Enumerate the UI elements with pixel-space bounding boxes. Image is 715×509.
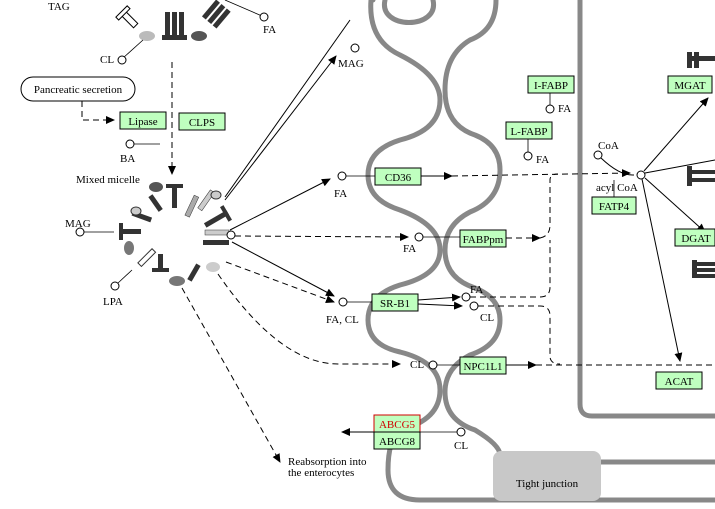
fa-lfabp-node[interactable] [523, 151, 533, 161]
mag-top-node[interactable] [350, 43, 360, 53]
lipid-icon-right [687, 52, 715, 278]
abcg5-label: ABCG5 [379, 419, 416, 431]
ba-label: BA [120, 153, 135, 165]
mixed-micelle-icon [119, 182, 232, 286]
lfabp-label: L-FABP [510, 126, 547, 138]
fa-srb1-right-node[interactable] [461, 292, 471, 302]
mag-top-label: MAG [338, 58, 364, 70]
lipase-label: Lipase [128, 116, 157, 128]
fa-ifabp-node[interactable] [545, 104, 555, 114]
cd36-label: CD36 [385, 172, 412, 184]
fa-fabppm-label: FA [403, 243, 416, 255]
cl-srb1-right-node[interactable] [469, 301, 479, 311]
abcg8-label: ABCG8 [379, 436, 416, 448]
lfabp-gene-box[interactable] [505, 121, 553, 140]
fatp4-label: FATP4 [599, 201, 630, 213]
mixed-micelle-label: Mixed micelle [76, 174, 140, 186]
fa-ifabp-label: FA [558, 103, 571, 115]
srb1-label: SR-B1 [380, 298, 410, 310]
clps-label: CLPS [189, 117, 215, 129]
cl-top-node[interactable] [117, 55, 127, 65]
mgat-label: MGAT [674, 80, 705, 92]
fa-srb1-right-label: FA [470, 284, 483, 296]
mag-left-node[interactable] [75, 227, 85, 237]
fa-fabppm-node[interactable] [414, 232, 424, 242]
coa-label: CoA [598, 140, 619, 152]
pancreatic-secretion-label: Pancreatic secretion [34, 84, 123, 96]
fa-cd36-node[interactable] [337, 171, 347, 181]
fa-top-node[interactable] [259, 12, 269, 22]
ifabp-label: I-FABP [534, 80, 568, 92]
fa-cl-node[interactable] [338, 297, 348, 307]
acyl-coa-label: acyl CoA [596, 182, 638, 194]
cl-npc-node[interactable] [428, 360, 438, 370]
mgat-gene-box[interactable] [667, 75, 713, 94]
cl-npc-label: CL [410, 359, 424, 371]
acyl-coa-node[interactable] [636, 170, 646, 180]
clps-gene-box[interactable] [178, 112, 226, 131]
cl-top-label: CL [100, 54, 114, 66]
fabppm-label: FABPpm [463, 234, 504, 246]
coa-node[interactable] [593, 150, 603, 160]
srb1-gene-box[interactable] [371, 293, 419, 312]
cell-compartment [577, 0, 715, 419]
abcg8-gene-box[interactable] [373, 431, 421, 450]
ba-node[interactable] [125, 139, 135, 149]
dgat-gene-box[interactable] [674, 228, 715, 247]
fa-top-label: FA [263, 24, 276, 36]
lipase-gene-box[interactable] [119, 111, 167, 130]
tag-fa-line [224, 0, 263, 17]
npc1l1-label: NPC1L1 [463, 361, 502, 373]
dgat-label: DGAT [681, 233, 711, 245]
tight-junction-box [493, 451, 601, 501]
fa-lfabp-label: FA [536, 154, 549, 166]
reabsorption-label-2: the enterocytes [288, 467, 354, 479]
cl-abcg-node[interactable] [456, 427, 466, 437]
cl-abcg-label: CL [454, 440, 468, 452]
mag-left-label: MAG [65, 218, 91, 230]
cl-srb1-right-label: CL [480, 312, 494, 324]
acat-label: ACAT [665, 376, 694, 388]
lpa-label: LPA [103, 296, 123, 308]
tag-label: TAG [48, 1, 70, 13]
lpa-node[interactable] [110, 281, 120, 291]
tag-molecule-icon [115, 0, 231, 41]
micelle-fa-node[interactable] [226, 230, 236, 240]
reabsorption-label-1: Reabsorption into [288, 456, 367, 468]
pancreatic-secretion-box[interactable] [20, 76, 136, 102]
ifabp-gene-box[interactable] [527, 75, 575, 94]
fa-cl-label: FA, CL [326, 314, 359, 326]
acat-gene-box[interactable] [655, 371, 703, 390]
tight-junction-label: Tight junction [516, 478, 579, 490]
fa-cd36-label: FA [334, 188, 347, 200]
